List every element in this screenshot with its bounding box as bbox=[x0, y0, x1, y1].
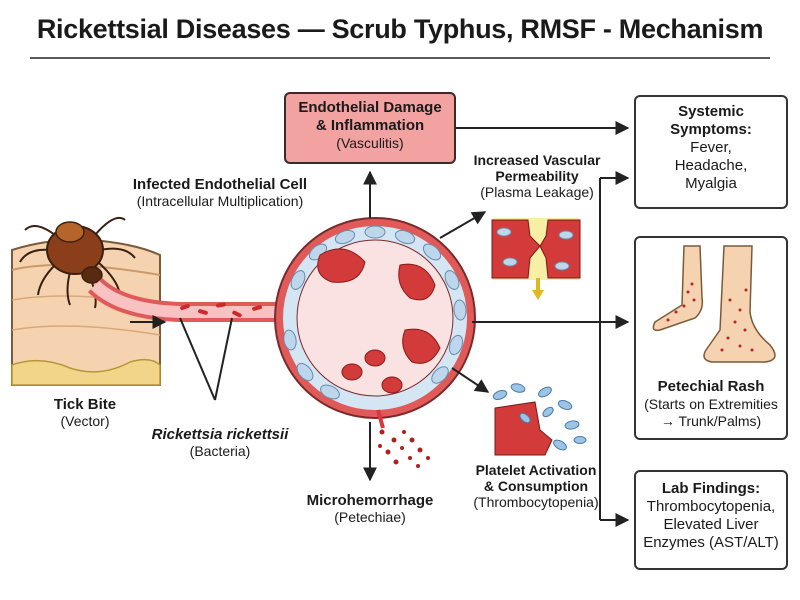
petechial-rash-title: Petechial Rash bbox=[657, 378, 765, 395]
endothelial-damage-title-2: & Inflammation bbox=[315, 117, 425, 134]
microhemorrhage-title: Microhemorrhage bbox=[306, 492, 434, 509]
platelet-illustration bbox=[492, 383, 587, 456]
petechial-rash-line-1: (Starts on Extremities bbox=[644, 396, 778, 412]
petechial-rash-box: Petechial Rash (Starts on Extremities → … bbox=[634, 236, 788, 440]
tick-illustration bbox=[19, 216, 136, 309]
platelet-title-1: Platelet Activation bbox=[475, 462, 597, 478]
lab-findings-line-2: Elevated Liver bbox=[663, 516, 759, 533]
systemic-title-2: Symptoms: bbox=[670, 121, 752, 138]
infected-cell-sub: (Intracellular Multiplication) bbox=[136, 193, 304, 210]
systemic-title-1: Systemic bbox=[678, 103, 744, 120]
endothelial-damage-sub: (Vasculitis) bbox=[336, 135, 404, 151]
bacteria-sub: (Bacteria) bbox=[189, 443, 251, 460]
petechial-rash-text: Petechial Rash (Starts on Extremities → … bbox=[636, 378, 786, 430]
connectors bbox=[179, 121, 630, 527]
bacteria-label: Rickettsia rickettsii (Bacteria) bbox=[135, 426, 305, 459]
endothelial-damage-title-1: Endothelial Damage bbox=[298, 99, 442, 116]
petechiae-dots bbox=[378, 429, 430, 468]
systemic-symptoms-box: Systemic Symptoms: Fever, Headache, Myal… bbox=[634, 95, 788, 209]
tick-bite-title: Tick Bite bbox=[53, 396, 117, 413]
lab-findings-line-1: Thrombocytopenia, bbox=[646, 498, 776, 515]
vascular-permeability-label: Increased Vascular Permeability (Plasma … bbox=[462, 152, 612, 200]
microhemorrhage-sub: (Petechiae) bbox=[334, 509, 406, 526]
vascular-permeability-title-2: Permeability bbox=[495, 168, 579, 185]
lab-findings-title: Lab Findings: bbox=[661, 480, 761, 497]
lab-findings-box: Lab Findings: Thrombocytopenia, Elevated… bbox=[634, 470, 788, 570]
vascular-permeability-sub: (Plasma Leakage) bbox=[480, 184, 594, 201]
bacteria-title: Rickettsia rickettsii bbox=[151, 426, 289, 443]
systemic-fever: Fever, bbox=[690, 139, 732, 156]
tick-bite-sub: (Vector) bbox=[60, 413, 110, 430]
platelet-sub: (Thrombocytopenia) bbox=[473, 494, 599, 511]
diagram-title: Rickettsial Diseases — Scrub Typhus, RMS… bbox=[36, 14, 764, 44]
leg-rash-illustration bbox=[652, 245, 776, 363]
systemic-headache: Headache, bbox=[674, 157, 748, 174]
vascular-permeability-title-1: Increased Vascular bbox=[473, 152, 601, 168]
endothelial-damage-box: Endothelial Damage & Inflammation (Vascu… bbox=[284, 92, 456, 164]
petechial-rash-line-2: → Trunk/Palms) bbox=[660, 412, 762, 429]
infected-cell-title: Infected Endothelial Cell bbox=[132, 176, 308, 193]
lab-findings-line-3: Enzymes (AST/ALT) bbox=[643, 534, 779, 551]
platelet-title-2: & Consumption bbox=[483, 478, 589, 495]
infected-cell-label: Infected Endothelial Cell (Intracellular… bbox=[110, 176, 330, 209]
vessel-cross-section bbox=[274, 217, 476, 429]
systemic-myalgia: Myalgia bbox=[685, 175, 737, 192]
microhemorrhage-label: Microhemorrhage (Petechiae) bbox=[290, 492, 450, 525]
platelet-label: Platelet Activation & Consumption (Throm… bbox=[456, 462, 616, 510]
tick-bite-label: Tick Bite (Vector) bbox=[30, 396, 140, 429]
permeability-illustration bbox=[491, 218, 581, 300]
